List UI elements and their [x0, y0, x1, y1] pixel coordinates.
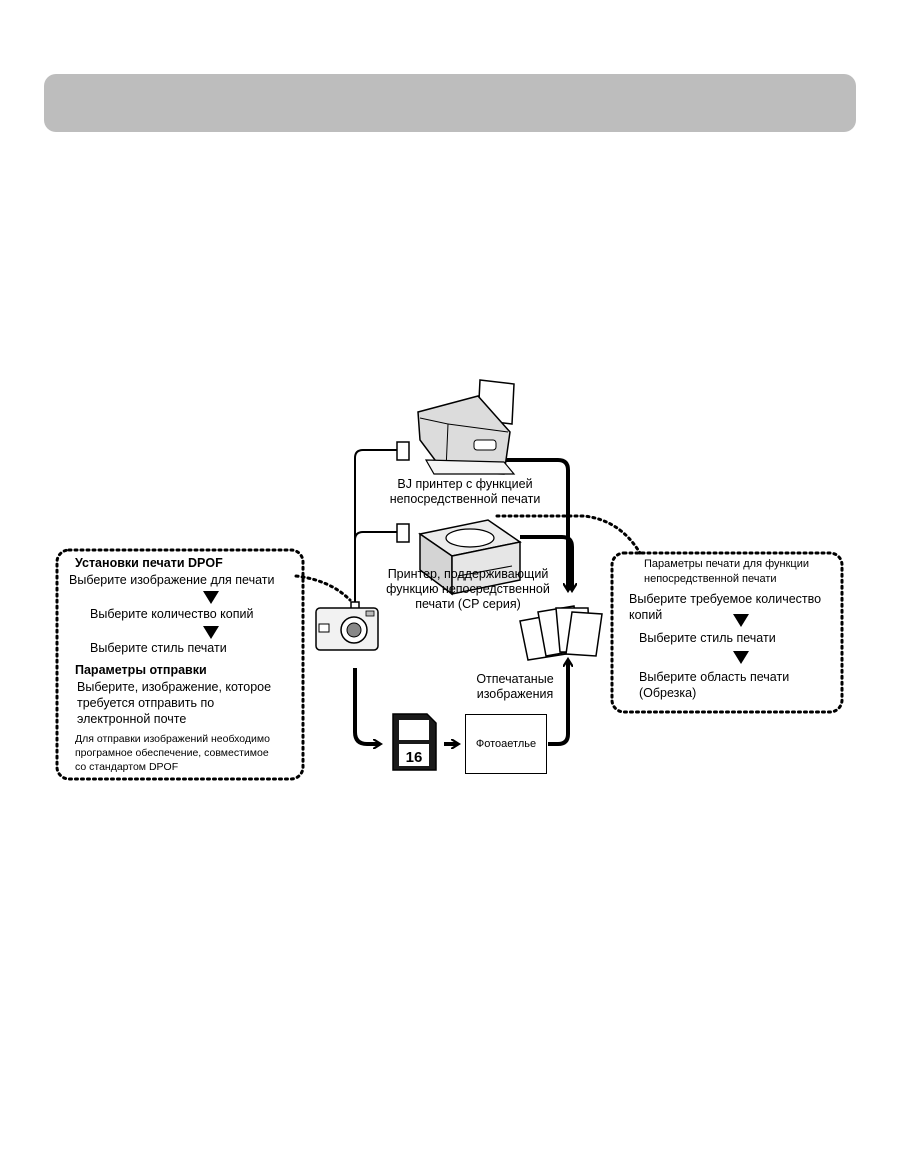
printed-images-label: Отпечатаные изображения	[465, 672, 565, 702]
dpof-title: Установки печати DPOF	[75, 556, 223, 570]
direct-title-line-2: непосредственной печати	[644, 573, 777, 585]
direct-step-area-line-2: (Обрезка)	[639, 686, 697, 700]
cp-printer-label-line-2: функцию непосредственной	[386, 582, 550, 596]
cp-printer-label-line-1: Принтер, поддерживающий	[387, 567, 549, 581]
direct-arrow-down-2	[733, 651, 749, 664]
dpof-send-line-3: электронной почте	[77, 712, 187, 726]
dpof-send-line-2: требуется отправить по	[77, 696, 215, 710]
direct-step-area-line-1: Выберите область печати	[639, 670, 790, 684]
direct-arrow-down-1	[733, 614, 749, 627]
dpof-note-line-1: Для отправки изображений необходимо	[75, 733, 270, 745]
dpof-note-line-3: со стандартом DPOF	[75, 761, 179, 773]
dpof-step-copies: Выберите количество копий	[90, 607, 254, 621]
cp-direct-dotted-link	[495, 514, 642, 555]
arrow-camera-to-card	[353, 668, 380, 744]
direct-box-frame	[610, 551, 844, 714]
camera-illustration	[315, 607, 379, 651]
dpof-arrow-down-1	[203, 591, 219, 604]
dpof-send-line-1: Выберите, изображение, которое	[77, 680, 272, 694]
dpof-note-line-2: програмное обеспечение, совместимое	[75, 747, 269, 759]
printed-images-label-line-1: Отпечатаные	[476, 672, 554, 686]
cable-cp-printer	[354, 531, 398, 560]
arrow-lab-to-prints	[548, 660, 568, 746]
memory-card-capacity: 16	[406, 749, 423, 766]
photo-lab-label: Фотоаетлье	[475, 738, 537, 750]
cp-printer-illustration	[418, 519, 522, 596]
dpof-step-style: Выберите стиль печати	[90, 641, 227, 655]
dpof-step-select-image: Выберите изображение для печати	[69, 573, 275, 587]
bj-printer-illustration	[417, 379, 516, 475]
cp-printer-label-line-3: печати (CP серия)	[415, 597, 521, 611]
cable-bj-printer	[354, 449, 398, 604]
direct-step-copies-line-2: копий	[629, 608, 663, 622]
photo-lab-box: Фотоаетлье	[465, 714, 547, 774]
dpof-camera-dotted-link	[294, 574, 352, 602]
direct-title-line-1: Параметры печати для функции	[644, 558, 809, 570]
direct-step-style: Выберите стиль печати	[639, 631, 776, 645]
direct-step-copies-line-1: Выберите требуемое количество	[629, 592, 822, 606]
bj-cable-connector	[396, 441, 410, 461]
dpof-arrow-down-2	[203, 626, 219, 639]
bj-printer-label-line-1: BJ принтер с функцией	[397, 477, 533, 491]
header-bar	[44, 74, 856, 132]
arrow-bj-to-prints	[496, 458, 568, 590]
printed-images-label-line-2: изображения	[476, 687, 554, 701]
memory-card-illustration: 16	[392, 713, 437, 771]
bj-printer-label: BJ принтер с функцией непосредственной п…	[380, 477, 550, 507]
cp-printer-label: Принтер, поддерживающий функцию непосред…	[378, 567, 558, 612]
printed-images-illustration	[519, 605, 603, 661]
dpof-box-frame	[55, 548, 305, 781]
arrow-cp-to-prints	[520, 535, 572, 590]
bj-printer-label-line-2: непосредственной печати	[389, 492, 541, 506]
dpof-send-title: Параметры отправки	[75, 663, 207, 677]
cp-cable-connector	[396, 523, 410, 543]
